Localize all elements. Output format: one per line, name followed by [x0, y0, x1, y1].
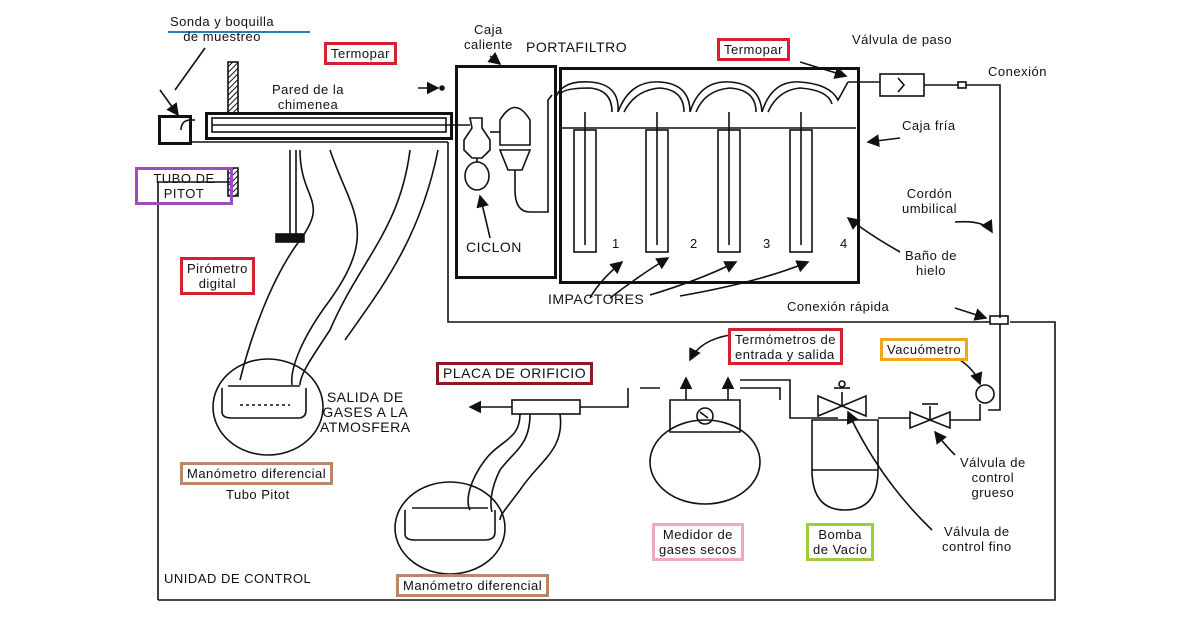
- label-valvula-paso: Válvula de paso: [852, 32, 953, 47]
- filter-holder: [499, 106, 531, 146]
- label-conexion: Conexión: [988, 64, 1047, 79]
- gas-meter: [669, 399, 741, 433]
- label-termopar-left: Termopar: [324, 42, 397, 65]
- label-impactor-4: 4: [840, 236, 848, 251]
- manometer-diferencial: [394, 481, 506, 575]
- pitot-wall: [227, 167, 239, 197]
- label-manometro-pitot: Manómetro diferencial: [180, 462, 334, 485]
- label-unidad-control: UNIDAD DE CONTROL: [164, 571, 312, 586]
- highlight-caja-caliente: [455, 65, 557, 279]
- valvula-de-paso: [879, 73, 925, 97]
- vacuum-gauge: [975, 384, 995, 404]
- label-impactores: IMPACTORES: [548, 291, 645, 307]
- cyclone: [463, 117, 491, 159]
- label-manometro-diferencial: Manómetro diferencial: [396, 574, 550, 597]
- label-conexion-rapida: Conexión rápida: [787, 299, 890, 314]
- stack-wall: [227, 61, 239, 115]
- quick-connect: [989, 315, 1009, 325]
- placa-de-orificio: [511, 399, 581, 415]
- highlight-probe: [205, 112, 453, 140]
- label-impactor-1: 1: [612, 236, 620, 251]
- label-termopar-right: Termopar: [717, 38, 790, 61]
- label-ciclon: CICLON: [466, 239, 522, 255]
- label-impactor-3: 3: [763, 236, 771, 251]
- label-vacuometro: Vacuómetro: [880, 338, 969, 361]
- label-tubo-pitot-sub: Tubo Pitot: [226, 487, 290, 502]
- highlight-sonda: [158, 115, 192, 145]
- vacuum-pump: [811, 419, 879, 471]
- label-placa-orificio: PLACA DE ORIFICIO: [436, 362, 594, 385]
- manometer-pitot: [212, 358, 324, 456]
- label-impactor-2: 2: [690, 236, 698, 251]
- pyrometer-plug: [275, 233, 305, 243]
- control-unit-frame: [157, 181, 230, 600]
- label-portafiltro: PORTAFILTRO: [526, 39, 628, 55]
- label-caja-fria: Caja fría: [902, 118, 956, 133]
- highlight-impactores: [559, 67, 860, 284]
